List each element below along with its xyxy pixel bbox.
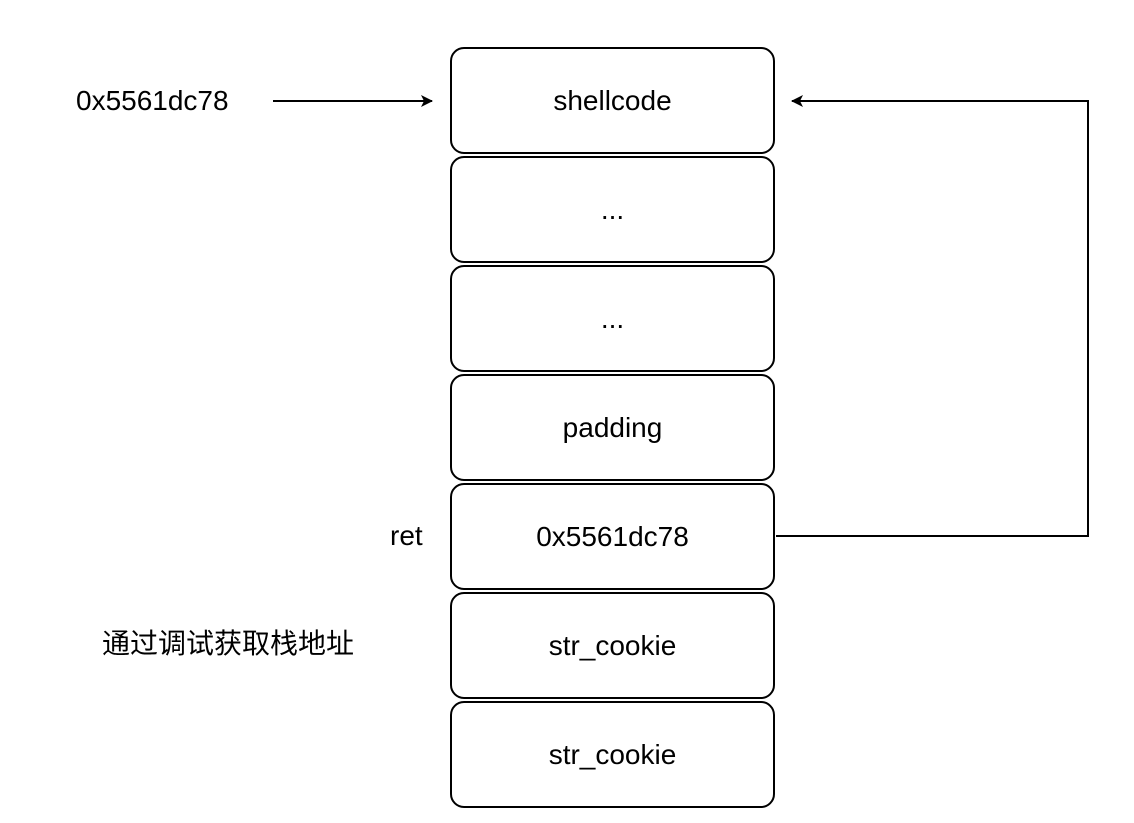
return-arrow [776,95,1089,537]
debug-note-label: 通过调试获取栈地址 [102,628,355,659]
stack-cell-shellcode: shellcode [450,47,775,154]
stack-cell-return-address: 0x5561dc78 [450,483,775,590]
ret-label: ret [390,520,423,551]
stack-cell-padding: padding [450,374,775,481]
stack-cell-ellipsis-2: ... [450,265,775,372]
entry-address-label: 0x5561dc78 [76,85,229,116]
stack-cell-str-cookie-2: str_cookie [450,701,775,808]
stack-cell-str-cookie-1: str_cookie [450,592,775,699]
stack-cell-ellipsis-1: ... [450,156,775,263]
